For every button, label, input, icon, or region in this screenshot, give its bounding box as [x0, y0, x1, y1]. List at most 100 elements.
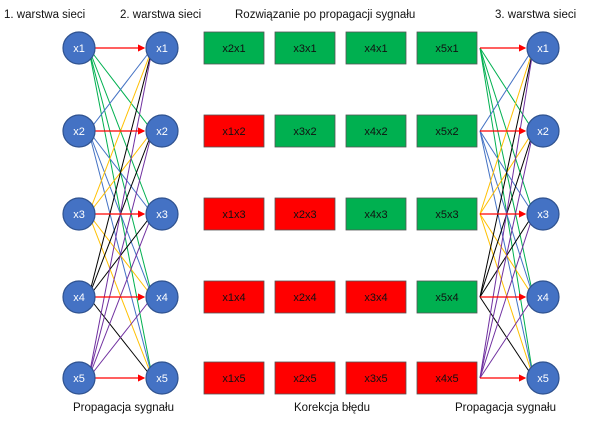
layer1-node-x5: x5: [62, 361, 96, 395]
layer3-node-x1: x1: [526, 31, 560, 65]
node-circle: [145, 31, 179, 65]
layer1-node-x2: x2: [62, 114, 96, 148]
matrix-cell-box: [274, 280, 336, 314]
layer3-nodes: x1 x2 x3 x4 x5: [526, 31, 560, 395]
edge-out-x5-to-x2: [479, 130, 534, 379]
edge-out-x5-to-x1: [479, 47, 534, 379]
matrix-cell-box: [274, 361, 336, 395]
node-label: x2: [537, 126, 549, 138]
layer1-node-x4: x4: [62, 280, 96, 314]
matrix-cell-label: x1x2: [222, 126, 245, 138]
edge-out-x4-to-x1: [479, 47, 534, 298]
node-label: x4: [73, 292, 85, 304]
node-circle: [62, 361, 96, 395]
matrix-cell-x1x5: x1x5: [203, 361, 265, 395]
edge-x5-to-x2: [88, 130, 153, 379]
edge-x2-to-x1: [88, 47, 153, 132]
matrix-cell-box: [203, 197, 265, 231]
matrix-cell-x1x4: x1x4: [203, 280, 265, 314]
node-label: x5: [73, 373, 85, 385]
matrix-cell-x2x5: x2x5: [274, 361, 336, 395]
layer2-node-x3: x3: [145, 197, 179, 231]
edges-matrix-to-layer3: [479, 47, 534, 379]
matrix-cell-x3x5: x3x5: [345, 361, 407, 395]
layer3-header: 3. warstwa sieci: [495, 9, 576, 21]
node-label: x4: [537, 292, 549, 304]
matrix-cell-box: [416, 197, 478, 231]
node-label: x2: [156, 126, 168, 138]
matrix-cell-x5x3: x5x3: [416, 197, 478, 231]
layer3-node-x4: x4: [526, 280, 560, 314]
node-circle: [526, 280, 560, 314]
matrix-cell-label: x5x1: [435, 43, 458, 55]
node-circle: [145, 280, 179, 314]
matrix-cell-box: [203, 114, 265, 148]
matrix-cell-box: [203, 31, 265, 65]
layer2-node-x4: x4: [145, 280, 179, 314]
solution-header: Rozwiązanie po propagacji sygnału: [235, 9, 415, 21]
node-circle: [62, 31, 96, 65]
matrix-cell-box: [345, 197, 407, 231]
footer-middle: Korekcja błędu: [294, 402, 370, 414]
node-circle: [62, 280, 96, 314]
matrix-cell-label: x1x5: [222, 373, 245, 385]
matrix-cell-box: [274, 114, 336, 148]
node-circle: [145, 114, 179, 148]
layer3-node-x5: x5: [526, 361, 560, 395]
node-label: x2: [73, 126, 85, 138]
edges-layer1-to-layer2: [88, 47, 153, 379]
node-label: x3: [73, 209, 85, 221]
matrix-cell-label: x2x3: [293, 209, 316, 221]
node-label: x3: [537, 209, 549, 221]
matrix-cell-box: [345, 114, 407, 148]
matrix-cell-label: x3x2: [293, 126, 316, 138]
matrix-cell-label: x2x4: [293, 292, 316, 304]
matrix-cell-x3x1: x3x1: [274, 31, 336, 65]
matrix-cell-label: x5x4: [435, 292, 458, 304]
matrix-cell-label: x1x4: [222, 292, 245, 304]
matrix-cell-label: x4x3: [364, 209, 387, 221]
matrix-cell-x2x4: x2x4: [274, 280, 336, 314]
layer3-node-x3: x3: [526, 197, 560, 231]
node-label: x3: [156, 209, 168, 221]
matrix-cell-box: [416, 114, 478, 148]
matrix-cell-x3x4: x3x4: [345, 280, 407, 314]
matrix-cell-x3x2: x3x2: [274, 114, 336, 148]
matrix-cell-box: [274, 31, 336, 65]
matrix-cell-x4x3: x4x3: [345, 197, 407, 231]
node-circle: [526, 197, 560, 231]
matrix-cell-box: [203, 361, 265, 395]
matrix-cell-label: x5x2: [435, 126, 458, 138]
matrix-cell-label: x5x3: [435, 209, 458, 221]
node-label: x1: [156, 43, 168, 55]
layer2-node-x5: x5: [145, 361, 179, 395]
node-label: x5: [156, 373, 168, 385]
matrix-cell-box: [203, 280, 265, 314]
matrix-cell-label: x3x5: [364, 373, 387, 385]
node-circle: [62, 197, 96, 231]
node-circle: [62, 114, 96, 148]
node-circle: [526, 114, 560, 148]
node-circle: [526, 361, 560, 395]
layer2-header: 2. warstwa sieci: [120, 9, 201, 21]
edge-out-x5-to-x3: [479, 213, 534, 379]
matrix-cell-box: [274, 197, 336, 231]
matrix-cell-x2x3: x2x3: [274, 197, 336, 231]
matrix-cell-label: x1x3: [222, 209, 245, 221]
node-label: x1: [537, 43, 549, 55]
matrix-cell-x4x1: x4x1: [345, 31, 407, 65]
layer2-nodes: x1 x2 x3 x4 x5: [145, 31, 179, 395]
layer1-node-x3: x3: [62, 197, 96, 231]
matrix-cell-label: x2x5: [293, 373, 316, 385]
node-label: x4: [156, 292, 168, 304]
matrix-cell-label: x4x5: [435, 373, 458, 385]
matrix-cell-box: [416, 280, 478, 314]
edge-out-x5-to-x4: [479, 296, 534, 379]
matrix-cell-x5x4: x5x4: [416, 280, 478, 314]
footer-left: Propagacja sygnału: [73, 402, 174, 414]
node-label: x1: [73, 43, 85, 55]
propagation-arrows: [95, 44, 527, 382]
node-circle: [145, 361, 179, 395]
